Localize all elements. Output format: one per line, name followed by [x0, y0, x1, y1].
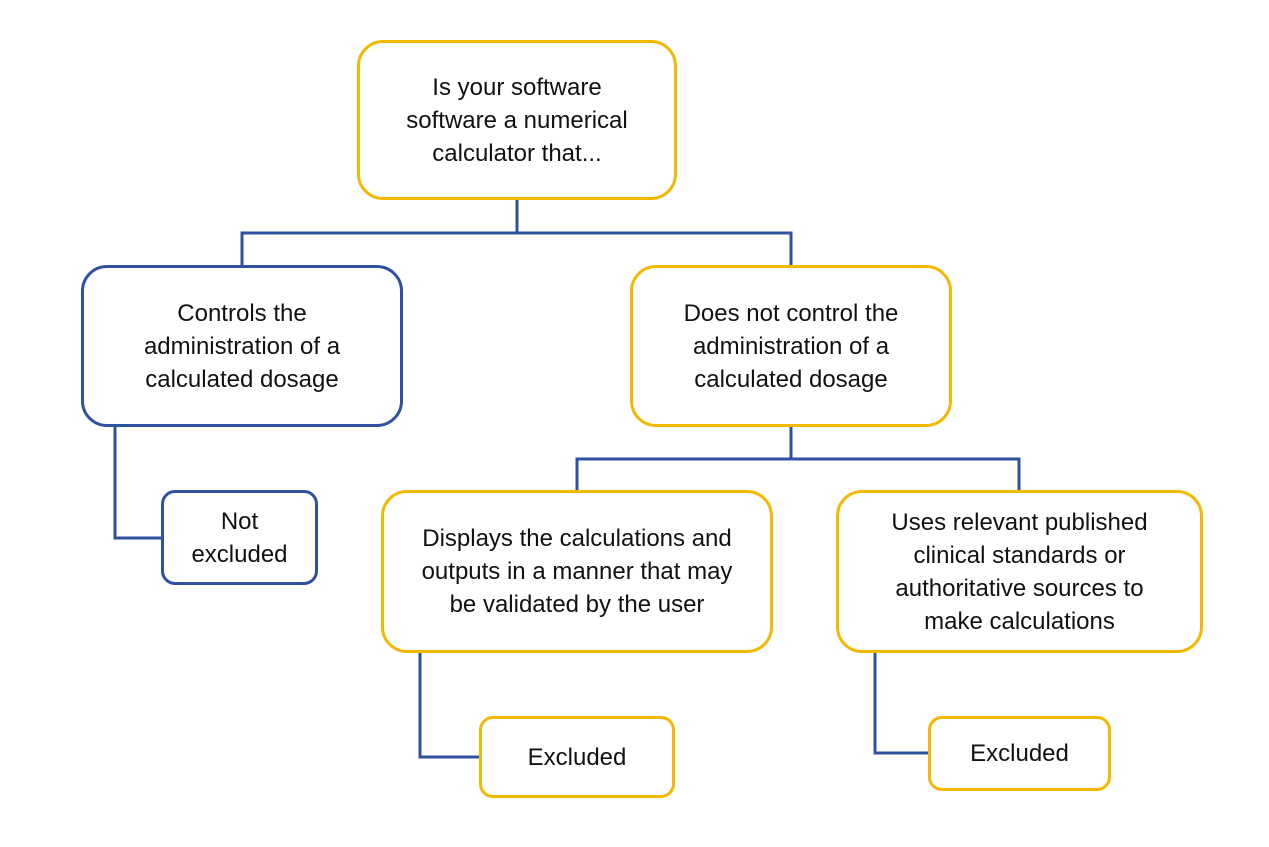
- node-text-line: clinical standards or: [913, 541, 1126, 569]
- node-not-excluded: Not excluded: [161, 490, 318, 585]
- node-text-line: outputs in a manner that may: [421, 558, 733, 585]
- node-text-line: Uses relevant published: [891, 508, 1148, 536]
- node-text-line: make calculations: [924, 607, 1115, 635]
- node-does-not-control-dosage: Does not control the administration of a…: [630, 265, 952, 427]
- node-text-line: administration of a: [692, 332, 890, 360]
- node-text-line: Excluded: [970, 740, 1069, 767]
- node-text-line: Controls the: [177, 299, 307, 327]
- node-displays-calculations: Displays the calculations and outputs in…: [381, 490, 773, 653]
- node-excluded-uses: Excluded: [928, 716, 1111, 791]
- node-controls-dosage: Controls the administration of a calcula…: [81, 265, 403, 427]
- node-uses-published-standards: Uses relevant published clinical standar…: [836, 490, 1203, 653]
- node-text-line: administration of a: [143, 332, 341, 360]
- node-text-line: Does not control the: [683, 299, 899, 327]
- node-text-line: Not: [220, 507, 259, 535]
- connector-displays-excluded: [418, 653, 479, 759]
- node-text-line: Excluded: [527, 743, 627, 771]
- node-root-question: Is your software software a numerical ca…: [357, 40, 677, 200]
- node-text-line: calculator that...: [432, 139, 602, 167]
- node-text-line: authoritative sources to: [895, 574, 1144, 602]
- connector-controls-not-excluded: [113, 427, 161, 540]
- node-text-line: software a numerical: [406, 106, 628, 134]
- node-text-line: be validated by the user: [449, 591, 705, 618]
- node-excluded-displays: Excluded: [479, 716, 675, 798]
- connector-uses-excluded: [873, 653, 928, 755]
- node-text-line: calculated dosage: [145, 365, 339, 393]
- node-text-line: calculated dosage: [694, 365, 888, 393]
- node-text-line: Displays the calculations and: [422, 525, 732, 552]
- connector-root-branch: [240, 231, 793, 265]
- node-text-line: excluded: [191, 540, 288, 568]
- node-text-line: Is your software: [432, 73, 602, 101]
- connector-nocontrol-branch: [575, 457, 1021, 490]
